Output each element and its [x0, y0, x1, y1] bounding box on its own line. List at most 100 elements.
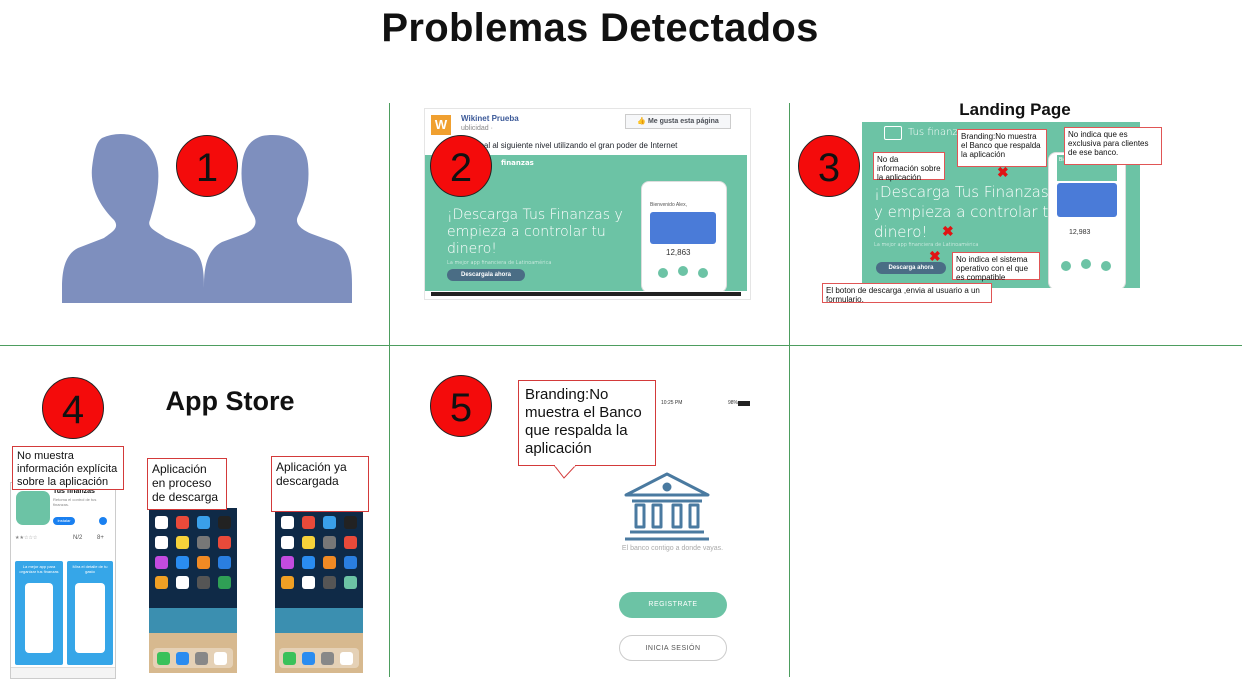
app-icon [218, 536, 231, 549]
app-icon [281, 536, 294, 549]
ad-headline: ¡Descarga Tus Finanzas y empieza a contr… [447, 207, 623, 257]
login-button[interactable]: INICIA SESIÓN [619, 635, 727, 661]
app-store-listing: Tus finanzas Retoma el control de tus fi… [10, 482, 116, 679]
phone-greeting: Bienvenido Alex, [650, 202, 687, 208]
phone-action-icon [698, 268, 708, 278]
install-button[interactable]: Instalar [53, 517, 75, 525]
app-icon [197, 536, 210, 549]
app-icon [155, 536, 168, 549]
callout-exclusive: No indica que es exclusiva para clientes… [1064, 127, 1162, 165]
app-icon [16, 491, 50, 525]
wallet-icon [884, 126, 902, 140]
landing-brand: Tus finanzas [908, 127, 970, 138]
number-badge-3: 3 [798, 135, 860, 197]
phone-action-icon [1061, 261, 1071, 271]
bank-building-icon [624, 472, 710, 541]
app-icon [195, 652, 208, 665]
phone-action-icon [678, 266, 688, 276]
callout-no-app-info: No muestra información explícita sobre l… [12, 446, 124, 490]
app-icon [176, 576, 189, 589]
promo-phone-image [75, 583, 105, 653]
app-icon [155, 516, 168, 529]
app-icon [281, 556, 294, 569]
phone-action-icon [658, 268, 668, 278]
ad-download-button[interactable]: Descargala ahora [447, 269, 525, 281]
landing-page-heading: Landing Page [959, 100, 1071, 119]
dock [153, 648, 233, 668]
app-icon [197, 576, 210, 589]
callout-os: No indica el sistema operativo con el qu… [952, 252, 1040, 282]
app-icon [302, 652, 315, 665]
ad-phone-mockup: Bienvenido Alex, 12,863 [641, 181, 727, 291]
app-icon [321, 652, 334, 665]
number-badge-1: 1 [176, 135, 238, 197]
screenshot-promo-2: Mira el detalle de tu gasto [67, 561, 113, 665]
users-silhouette-icon [62, 133, 352, 303]
page-logo-icon: W [431, 115, 451, 135]
screenshot-promo-1: La mejor app para organizar tus finanzas [15, 561, 63, 665]
app-icon [344, 576, 357, 589]
phone-action-icon [1101, 261, 1111, 271]
app-store-heading: App Store [165, 386, 295, 416]
app-icon [218, 516, 231, 529]
app-icon [323, 516, 336, 529]
ios-home-downloaded [275, 508, 363, 673]
number-badge-5: 5 [430, 375, 492, 437]
callout-downloading: Aplicación en proceso de descarga [147, 458, 227, 510]
app-icon [340, 652, 353, 665]
app-icon [302, 536, 315, 549]
promo-text-2: Mira el detalle de tu gasto [72, 564, 108, 574]
grid-divider-v1 [389, 103, 390, 677]
app-icon [302, 516, 315, 529]
stat-rank: N/2 [73, 535, 83, 541]
app-name: Tus finanzas [53, 488, 95, 495]
callout-branding-app: Branding:No muestra el Banco que respald… [518, 380, 656, 466]
app-icon [302, 556, 315, 569]
ad-subtitle: La mejor app financiera de Latinoamérica [447, 260, 552, 266]
ad-brand: finanzas [501, 159, 534, 167]
page-title: Problemas Detectados [381, 6, 819, 50]
promo-text-1: La mejor app para organizar tus finanzas [19, 564, 59, 574]
page-sub: ublicidad · [461, 125, 493, 132]
app-icon [323, 536, 336, 549]
number-badge-4: 4 [42, 377, 104, 439]
app-icon [344, 516, 357, 529]
app-desc: Retoma el control de tus finanzas. [53, 497, 97, 507]
app-icon [218, 576, 231, 589]
grid-divider-v2 [789, 103, 790, 677]
facebook-ad-preview: W Wikinet Prueba ublicidad · 👍 Me gusta … [424, 108, 751, 300]
error-x-icon: ✖ [997, 164, 1009, 180]
app-icon [155, 576, 168, 589]
app-icon [157, 652, 170, 665]
app-icon [281, 576, 294, 589]
app-icon [176, 516, 189, 529]
status-time: 10:25 PM [661, 400, 683, 406]
promo-phone-image [25, 583, 53, 653]
landing-headline: ¡Descarga Tus Finanzas y empieza a contr… [874, 183, 1058, 241]
more-options-icon[interactable] [99, 517, 107, 525]
app-icon [323, 556, 336, 569]
app-icon [176, 556, 189, 569]
callout-downloaded: Aplicación ya descargada [271, 456, 369, 512]
landing-phone-mockup: Bienvenido Alex 12,983 [1048, 152, 1126, 288]
app-store-tab-bar[interactable] [11, 667, 115, 678]
register-button[interactable]: REGISTRATE [619, 592, 727, 618]
app-icon [214, 652, 227, 665]
app-icon [344, 536, 357, 549]
landing-subtitle: La mejor app financiera de Latinoamérica [874, 242, 979, 248]
phone-amount: 12,983 [1069, 229, 1091, 236]
error-x-icon: ✖ [942, 223, 954, 239]
grid-divider-h [0, 345, 1242, 346]
landing-download-button[interactable]: Descarga ahora [876, 262, 946, 274]
stat-age: 8+ [97, 535, 104, 541]
rating-stars: ★★☆☆☆ [15, 535, 38, 541]
battery-icon [738, 401, 750, 406]
dock [279, 648, 359, 668]
page-name[interactable]: Wikinet Prueba [461, 114, 519, 123]
app-icon [176, 536, 189, 549]
app-icon [197, 516, 210, 529]
like-page-button[interactable]: 👍 Me gusta esta página [625, 114, 731, 129]
app-icon [176, 652, 189, 665]
status-battery: 98% [728, 400, 739, 406]
like-button-label: Me gusta esta página [647, 118, 719, 125]
